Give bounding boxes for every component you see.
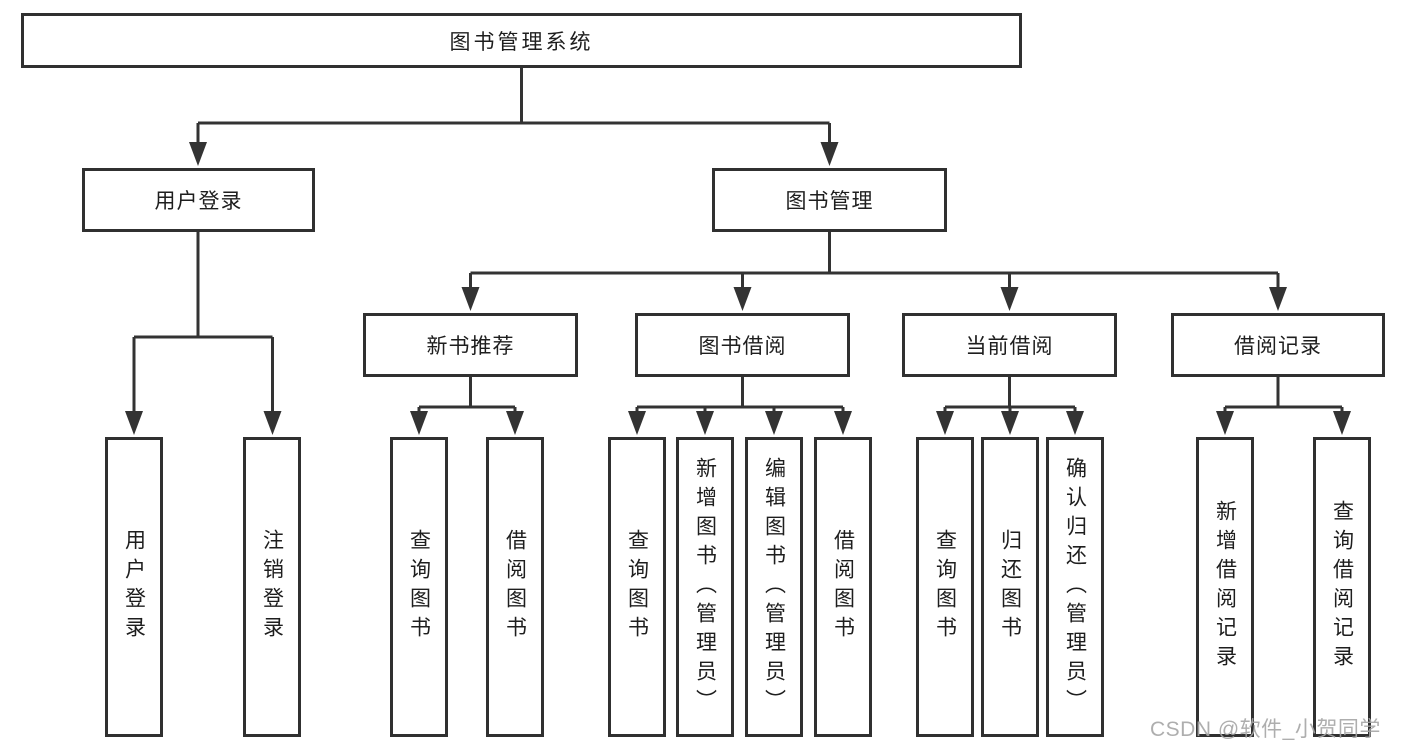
node-return-book-label: 归还图书 bbox=[998, 529, 1022, 645]
node-confirm-return-admin: 确认归还（管理员） bbox=[1046, 437, 1104, 737]
csdn-watermark: CSDN @软件_小贺同学 bbox=[1150, 718, 1381, 741]
node-borrow-records-label: 借阅记录 bbox=[1234, 335, 1322, 358]
node-query-books-borrow-label: 查询图书 bbox=[625, 529, 649, 645]
node-edit-book-admin: 编辑图书（管理员） bbox=[745, 437, 803, 737]
node-borrow-records: 借阅记录 bbox=[1171, 313, 1385, 377]
node-root: 图书管理系统 bbox=[21, 13, 1022, 68]
node-add-borrow-record-label: 新增借阅记录 bbox=[1213, 500, 1237, 674]
node-current-borrow-label: 当前借阅 bbox=[965, 335, 1054, 358]
node-book-borrow: 图书借阅 bbox=[635, 313, 850, 377]
node-query-books-current-label: 查询图书 bbox=[933, 529, 957, 645]
node-add-book-admin: 新增图书（管理员） bbox=[676, 437, 734, 737]
node-return-book: 归还图书 bbox=[981, 437, 1039, 737]
node-query-borrow-record-label: 查询借阅记录 bbox=[1330, 500, 1354, 674]
node-query-books-recommend-label: 查询图书 bbox=[407, 529, 431, 645]
node-user-login-leaf: 用户登录 bbox=[105, 437, 163, 737]
node-new-book-recommend-label: 新书推荐 bbox=[426, 335, 515, 358]
node-root-label: 图书管理系统 bbox=[449, 30, 594, 54]
node-query-borrow-record: 查询借阅记录 bbox=[1313, 437, 1371, 737]
node-logout-leaf: 注销登录 bbox=[243, 437, 301, 737]
node-book-borrow-label: 图书借阅 bbox=[698, 335, 787, 358]
node-add-book-admin-label: 新增图书（管理员） bbox=[693, 456, 717, 718]
node-new-book-recommend: 新书推荐 bbox=[363, 313, 578, 377]
node-borrow-books-leaf-label: 借阅图书 bbox=[831, 529, 855, 645]
node-query-books-current: 查询图书 bbox=[916, 437, 974, 737]
node-borrow-books-recommend: 借阅图书 bbox=[486, 437, 544, 737]
node-current-borrow: 当前借阅 bbox=[902, 313, 1117, 377]
node-book-management: 图书管理 bbox=[712, 168, 947, 232]
node-logout-leaf-label: 注销登录 bbox=[260, 529, 284, 645]
node-edit-book-admin-label: 编辑图书（管理员） bbox=[762, 456, 786, 718]
node-confirm-return-admin-label: 确认归还（管理员） bbox=[1063, 456, 1087, 718]
node-query-books-borrow: 查询图书 bbox=[608, 437, 666, 737]
node-user-login-leaf-label: 用户登录 bbox=[122, 529, 146, 645]
node-user-login-label: 用户登录 bbox=[154, 190, 243, 213]
node-query-books-recommend: 查询图书 bbox=[390, 437, 448, 737]
node-borrow-books-recommend-label: 借阅图书 bbox=[503, 529, 527, 645]
node-add-borrow-record: 新增借阅记录 bbox=[1196, 437, 1254, 737]
node-book-management-label: 图书管理 bbox=[785, 190, 874, 213]
node-borrow-books-leaf: 借阅图书 bbox=[814, 437, 872, 737]
node-user-login: 用户登录 bbox=[82, 168, 315, 232]
